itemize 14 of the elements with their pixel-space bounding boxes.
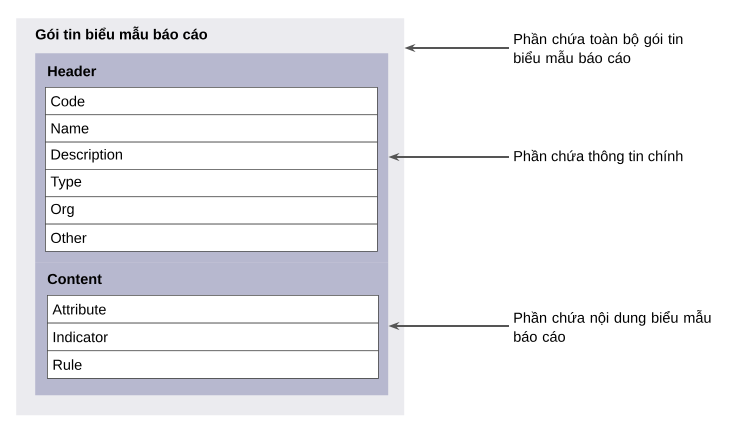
node-label: Header: [48, 66, 96, 76]
table-row: Org: [45, 196, 378, 224]
table-row: Description: [45, 142, 378, 170]
callout-text: Phần chứa nội dung biểu mẫu báo cáo: [514, 310, 711, 342]
node-label: Content: [48, 274, 102, 284]
table-row: Rule: [47, 350, 379, 379]
table-row: Code: [45, 87, 378, 116]
table-row: Indicator: [47, 322, 379, 352]
callout-text: Phần chứa thông tin chính: [514, 150, 682, 164]
callout-text: Phần chứa toàn bộ gói tin biểu mẫu báo cáo: [514, 32, 682, 64]
table-row: Name: [45, 114, 378, 142]
table-row: Attribute: [47, 295, 379, 324]
table-row: Type: [45, 168, 378, 198]
table-row: Other: [45, 224, 378, 252]
